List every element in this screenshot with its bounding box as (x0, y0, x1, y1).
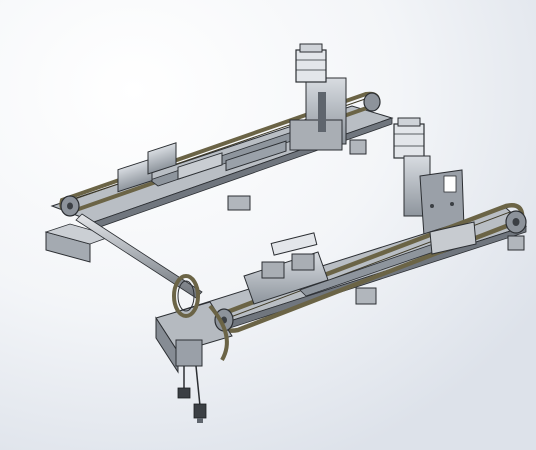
right-vertical-actuator (393, 117, 465, 237)
right-plate-bolt-1 (430, 204, 434, 208)
cable-connector-1 (177, 387, 191, 399)
rear-foot-mid (227, 195, 251, 211)
front-foot-mid (355, 287, 377, 305)
right-plate-bolt-2 (450, 202, 454, 206)
cable-connector-2-tip (197, 418, 203, 423)
motor-cable-2 (195, 365, 201, 407)
front-carriage-block-2 (291, 253, 315, 271)
front-carriage-block-1 (261, 261, 285, 279)
drive-housing-front (155, 316, 179, 374)
rear-guide-block (225, 140, 287, 172)
front-foot-right (507, 235, 525, 251)
drive-large-pulley-rim (177, 280, 195, 312)
right-plate-notch (443, 175, 457, 193)
rear-carriage-mid (147, 142, 177, 175)
rear-cylinder-cap (299, 43, 323, 53)
rear-foot-right (349, 139, 367, 155)
cable-connector-2 (193, 403, 207, 419)
rear-column-slot (318, 92, 326, 132)
front-right-pulley-hub (512, 218, 520, 226)
drive-large-pulley (172, 274, 200, 318)
right-cylinder (393, 123, 425, 159)
front-left-drive-unit (155, 274, 234, 423)
front-end-block (429, 221, 477, 255)
rear-left-pulley-hub (67, 202, 73, 210)
rear-cylinder-top (295, 49, 327, 83)
right-cylinder-cap (397, 117, 421, 127)
front-cylinder (270, 232, 318, 256)
drive-motor (175, 339, 203, 367)
rear-cylinder (177, 152, 223, 180)
rear-vertical-actuator (289, 43, 347, 151)
rear-right-pulley (363, 92, 381, 112)
drive-vertical-belt (208, 304, 229, 362)
rear-actuator-plate (289, 119, 343, 151)
